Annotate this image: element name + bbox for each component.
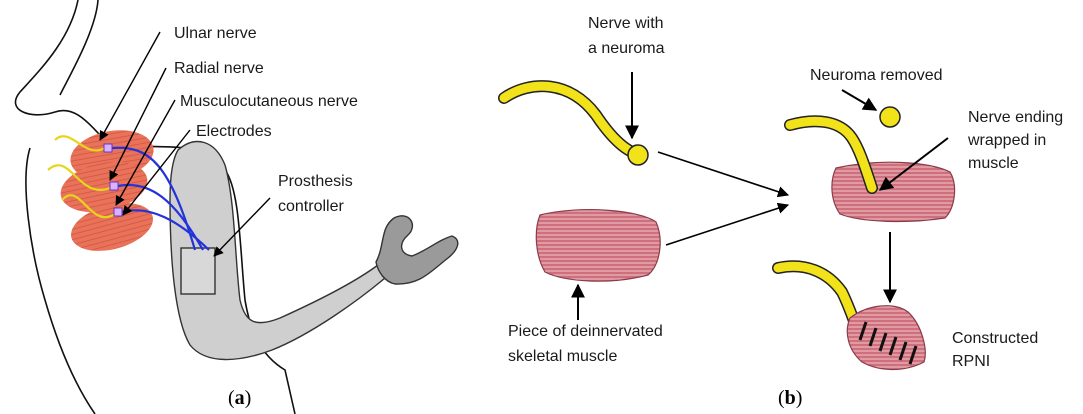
- label-muscle: muscle: [968, 155, 1019, 172]
- deinnervated-muscle: [536, 210, 660, 282]
- prosthesis-hand: [376, 216, 458, 284]
- caption-a: (a): [228, 387, 251, 409]
- label-rpni: RPNI: [952, 353, 990, 370]
- arrow-muscle-to-result: [666, 205, 788, 245]
- prosthesis-controller-box: [181, 248, 215, 294]
- label-radial-nerve: Radial nerve: [174, 60, 264, 77]
- wrapping-muscle: [832, 162, 955, 221]
- label-nerve-with: Nerve with: [588, 15, 664, 32]
- label-controller: controller: [278, 198, 344, 215]
- caption-b: (b): [778, 387, 802, 409]
- rpni-muscle: [847, 306, 925, 370]
- label-skeletal-muscle: skeletal muscle: [508, 348, 617, 365]
- panel-b: Nerve with a neuroma Neuroma removed Ner…: [504, 15, 1063, 409]
- neuroma: [628, 145, 648, 165]
- label-prosthesis: Prosthesis: [278, 173, 353, 190]
- label-neuroma-removed: Neuroma removed: [810, 67, 943, 84]
- label-electrodes: Electrodes: [196, 123, 272, 140]
- label-piece-of-deinnervated: Piece of deinnervated: [508, 323, 663, 340]
- label-nerve-ending: Nerve ending: [968, 109, 1063, 126]
- label-wrapped-in: wrapped in: [967, 132, 1046, 149]
- panel-a: Ulnar nerve Radial nerve Musculocutaneou…: [15, 0, 457, 414]
- arrow-ulnar: [100, 32, 160, 140]
- label-a-neuroma: a neuroma: [588, 40, 665, 57]
- label-constructed: Constructed: [952, 330, 1038, 347]
- arrow-removed-neuroma: [842, 90, 876, 110]
- label-musculocutaneous-nerve: Musculocutaneous nerve: [180, 93, 358, 110]
- arrow-neuroma-to-result: [658, 152, 788, 195]
- label-ulnar-nerve: Ulnar nerve: [174, 25, 257, 42]
- removed-neuroma: [880, 107, 900, 127]
